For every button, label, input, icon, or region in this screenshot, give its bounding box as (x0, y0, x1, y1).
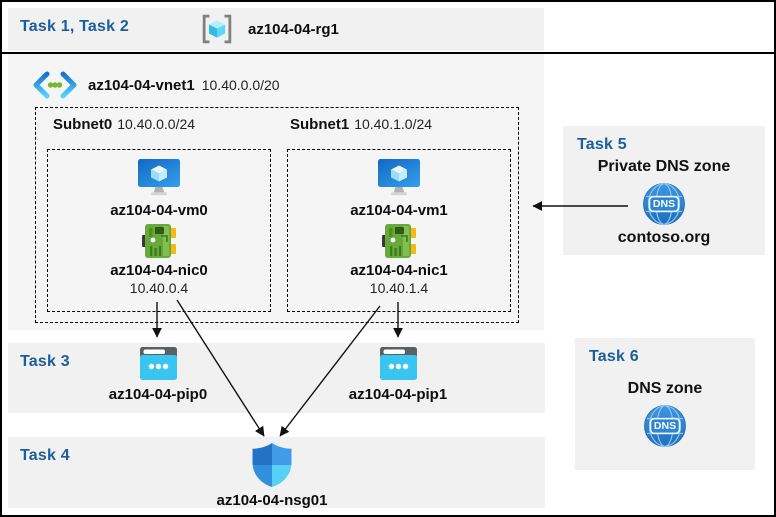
nic-icon (142, 222, 176, 260)
vnet-name: az104-04-vnet1 (88, 76, 195, 94)
task-6-label: Task 6 (589, 348, 639, 365)
vm-icon (377, 159, 421, 197)
nic1-ip: 10.40.1.4 (369, 280, 429, 296)
task-6-box: Task 6 DNS zone DNS (575, 338, 755, 470)
pip0-name: az104-04-pip0 (108, 386, 208, 403)
task-3-label: Task 3 (20, 353, 70, 370)
task-3-band: Task 3 az104-04-pip0 az104-04-pip1 (8, 343, 545, 413)
vnet-cidr: 10.40.0.0/20 (201, 76, 280, 93)
task-4-label: Task 4 (20, 447, 70, 464)
dns-badge-text: DNS (654, 420, 676, 432)
resource-group-icon (202, 14, 232, 44)
subnet1-name: Subnet1 (290, 116, 350, 133)
dns-zone-title: DNS zone (627, 380, 703, 397)
public-ip-icon (379, 347, 417, 380)
task-4-band: Task 4 az104-04-nsg01 (8, 437, 545, 509)
subnet1-cidr: 10.40.1.0/24 (354, 116, 433, 132)
task-1-2-band: Task 1, Task 2 az104-04-rg1 (8, 8, 544, 51)
header-divider-line (0, 52, 776, 54)
dns-globe-icon: DNS (643, 183, 685, 225)
vnet-title: az104-04-vnet1 10.40.0.0/20 (88, 77, 280, 94)
pip1-group: az104-04-pip1 (328, 347, 468, 403)
public-ip-icon (139, 347, 177, 380)
vm1-name: az104-04-vm1 (350, 202, 448, 219)
vm0-name: az104-04-vm0 (110, 202, 208, 219)
private-dns-zone-title: Private DNS zone (597, 158, 731, 175)
nsg-name: az104-04-nsg01 (216, 492, 328, 509)
nic0-ip: 10.40.0.4 (129, 280, 189, 296)
pip1-name: az104-04-pip1 (348, 386, 448, 403)
subnet0-cidr: 10.40.0.0/24 (117, 116, 196, 132)
subnet0-name: Subnet0 (53, 116, 113, 133)
task-1-2-label: Task 1, Task 2 (20, 18, 129, 35)
dns-badge-text: DNS (653, 198, 675, 210)
resource-group-name: az104-04-rg1 (248, 21, 339, 38)
nsg-shield-icon (251, 442, 293, 488)
pip0-group: az104-04-pip0 (88, 347, 228, 403)
vnet-header: az104-04-vnet1 10.40.0.0/20 (32, 71, 280, 99)
nic-icon (382, 222, 416, 260)
nic0-name: az104-04-nic0 (110, 262, 208, 279)
task-5-label: Task 5 (577, 136, 627, 153)
nic1-name: az104-04-nic1 (350, 262, 448, 279)
subnet0-box: az104-04-vm0 az104-04-nic0 10.40.0.4 (47, 149, 271, 312)
nsg-group: az104-04-nsg01 (202, 442, 342, 509)
dns-globe-icon: DNS (644, 405, 686, 447)
subnet1-box: az104-04-vm1 az104-04-nic1 10.40.1.4 (287, 149, 511, 312)
private-dns-zone-name: contoso.org (617, 229, 711, 246)
task-5-box: Task 5 Private DNS zone DNS contoso.org (563, 126, 765, 255)
vm-icon (137, 159, 181, 197)
virtual-network-icon (32, 71, 78, 99)
